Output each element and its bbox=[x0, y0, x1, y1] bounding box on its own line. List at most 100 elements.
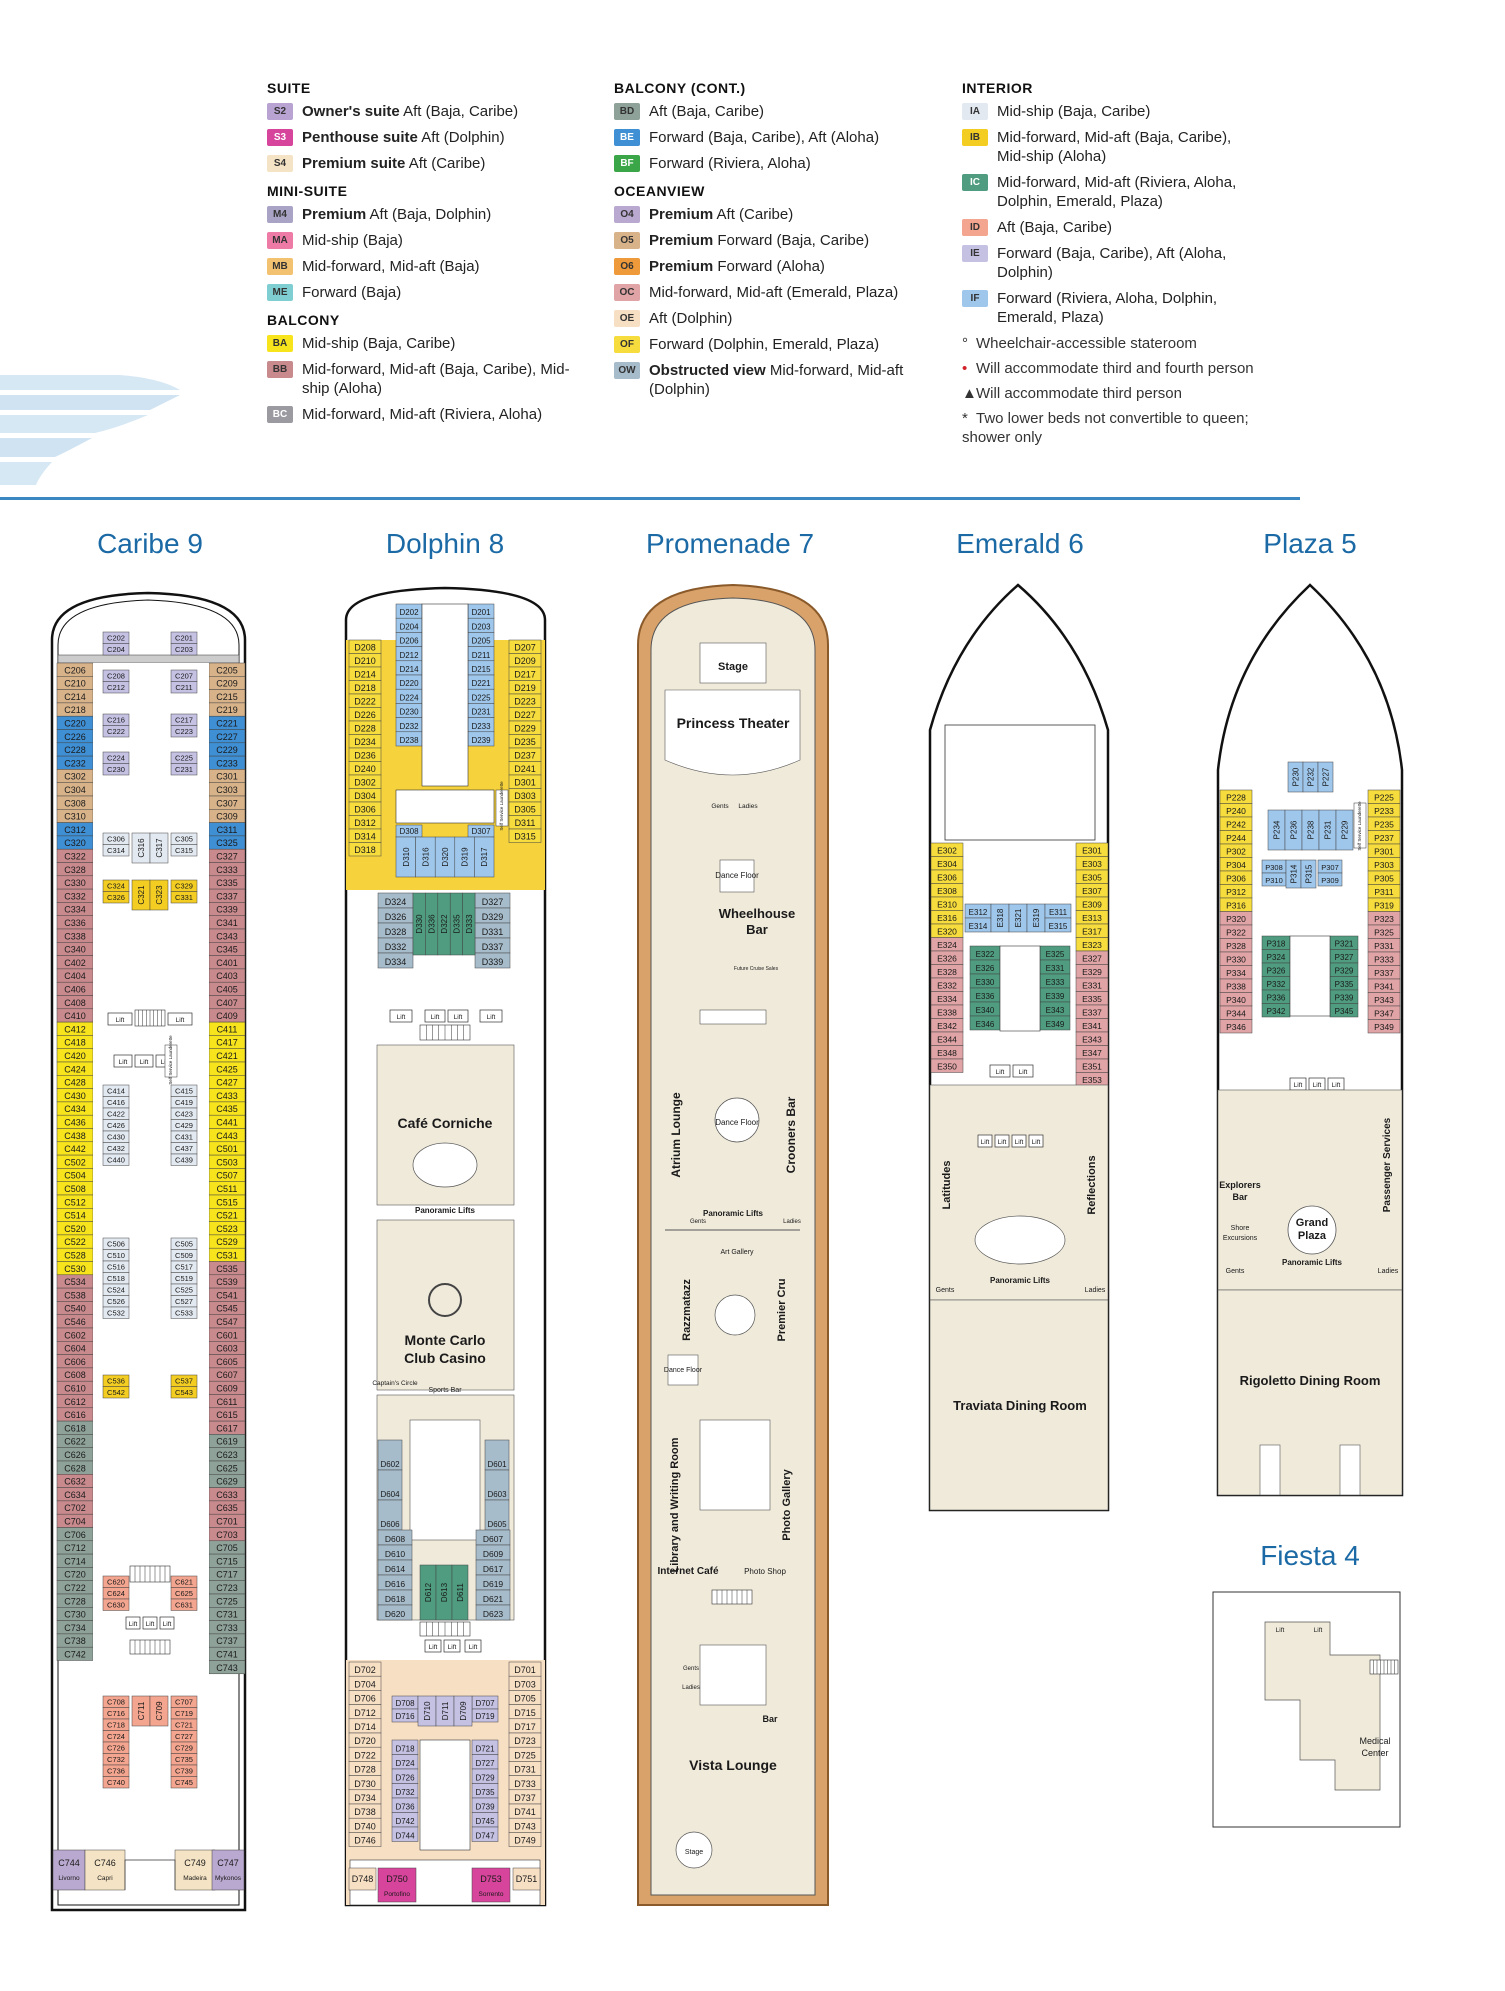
cabin-number: D322 bbox=[440, 914, 449, 934]
cabin-number: P332 bbox=[1267, 980, 1286, 989]
cabin bbox=[508, 828, 542, 843]
cabin-number: P306 bbox=[1226, 874, 1246, 884]
cabin-number: C341 bbox=[216, 918, 238, 928]
cabin-number: E350 bbox=[937, 1062, 957, 1072]
cabin-number: C430 bbox=[64, 1091, 86, 1101]
category-badge: S4 bbox=[267, 155, 293, 172]
note-text: Wheelchair-accessible stateroom bbox=[976, 335, 1197, 352]
cabin-number: D748 bbox=[352, 1874, 374, 1884]
cabin-number: C543 bbox=[175, 1388, 193, 1397]
lift-label: Lift bbox=[998, 1139, 1007, 1146]
cabin-number: D613 bbox=[440, 1582, 449, 1602]
suite bbox=[211, 1849, 245, 1891]
razz-lounge bbox=[714, 1294, 756, 1336]
cabin-number: P336 bbox=[1267, 994, 1286, 1003]
cabin-number: C612 bbox=[64, 1397, 86, 1407]
cabin-number: C414 bbox=[107, 1087, 125, 1096]
cabin-number: C323 bbox=[155, 885, 164, 905]
venue-label: Photo Shop bbox=[744, 1567, 786, 1576]
cabin-number: P349 bbox=[1374, 1022, 1394, 1032]
legend-text-plain: Mid-forward, Mid-aft (Emerald, Plaza) bbox=[649, 284, 899, 301]
cabin-number: C717 bbox=[216, 1570, 238, 1580]
venue-label: Dance Floor bbox=[664, 1367, 703, 1374]
galley-notch bbox=[1339, 1444, 1361, 1496]
cabin-number: C304 bbox=[64, 785, 86, 795]
category-badge: OF bbox=[614, 336, 640, 353]
cabin-number: C729 bbox=[175, 1744, 193, 1753]
cabin-number: P316 bbox=[1226, 901, 1246, 911]
cabin-number: D723 bbox=[514, 1736, 536, 1746]
legend-text-bold: Premium bbox=[649, 206, 714, 223]
lift-label: Lift bbox=[129, 1621, 138, 1628]
cabin-number: D708 bbox=[395, 1699, 415, 1708]
cabin-number: C749 bbox=[184, 1858, 206, 1868]
cabin-number: C204 bbox=[107, 645, 125, 654]
cabin-number: C324 bbox=[107, 882, 125, 891]
cabin-number: C325 bbox=[216, 838, 238, 848]
cabin-number: D712 bbox=[354, 1708, 376, 1718]
cabin-number: P232 bbox=[1307, 767, 1316, 786]
legend-text: Mid-forward, Mid-aft (Baja, Caribe), Mid… bbox=[302, 360, 577, 398]
cabin-number: D204 bbox=[399, 622, 419, 631]
note-mark-icon: • bbox=[962, 360, 968, 377]
cabin-number: C404 bbox=[64, 971, 86, 981]
cabin-number: C743 bbox=[216, 1663, 238, 1673]
cabin-number: P330 bbox=[1226, 955, 1246, 965]
cabin-number: E319 bbox=[1032, 908, 1041, 927]
legend-text: Premium suite Aft (Caribe) bbox=[302, 154, 485, 173]
cabin-number: P237 bbox=[1374, 833, 1394, 843]
launderette-label: Self Service Launderette bbox=[499, 781, 504, 831]
cabin-number: D737 bbox=[514, 1793, 536, 1803]
cabin-number: D601 bbox=[487, 1460, 507, 1469]
cabin-number: D233 bbox=[471, 722, 491, 731]
cabin-number: E304 bbox=[937, 859, 957, 869]
category-badge: BE bbox=[614, 129, 640, 146]
cabin-number: C534 bbox=[64, 1277, 86, 1287]
cabin-number: C334 bbox=[64, 905, 86, 915]
cabin-number: D201 bbox=[471, 608, 491, 617]
cabin-number: C606 bbox=[64, 1357, 86, 1367]
cabin-number: C505 bbox=[175, 1240, 193, 1249]
cabin-number: D724 bbox=[395, 1759, 415, 1768]
cabin-number: C607 bbox=[216, 1370, 238, 1380]
cabin-number: C231 bbox=[175, 765, 193, 774]
legend-text: Mid-forward, Mid-aft (Riviera, Aloha, Do… bbox=[997, 173, 1262, 211]
cabin-number: C332 bbox=[64, 891, 86, 901]
deck-title-dolphin: Dolphin 8 bbox=[385, 528, 505, 559]
cabin-number: C501 bbox=[216, 1144, 238, 1154]
legend-text-plain: Aft (Baja, Caribe) bbox=[997, 219, 1113, 236]
venue-label: Panoramic Lifts bbox=[703, 1209, 764, 1218]
cabin-number: P229 bbox=[1341, 820, 1350, 839]
cabin-number: C722 bbox=[64, 1583, 86, 1593]
cabin-number: D623 bbox=[483, 1609, 504, 1619]
cabin-number: C225 bbox=[175, 754, 193, 763]
cabin-number: D731 bbox=[514, 1765, 536, 1775]
cabin-number: C605 bbox=[216, 1357, 238, 1367]
cabin-number: C630 bbox=[107, 1601, 125, 1610]
cabin-number: P240 bbox=[1226, 806, 1246, 816]
cabin-number: P308 bbox=[1265, 863, 1283, 872]
cabin-number: C744 bbox=[58, 1858, 80, 1868]
cabin-number: C609 bbox=[216, 1384, 238, 1394]
cabin-number: D744 bbox=[395, 1832, 415, 1841]
legend-text: Forward (Dolphin, Emerald, Plaza) bbox=[649, 335, 879, 354]
cabin-number: E329 bbox=[1082, 967, 1102, 977]
cabin-number: C537 bbox=[175, 1377, 193, 1386]
cabin-number: C202 bbox=[107, 634, 125, 643]
cabin-number: C624 bbox=[107, 1589, 125, 1598]
cabin-number: C309 bbox=[216, 812, 238, 822]
cabin bbox=[149, 1695, 169, 1727]
cabin-number: D318 bbox=[354, 845, 376, 855]
cabin-number: C442 bbox=[64, 1144, 86, 1154]
cabin-number: E341 bbox=[1082, 1021, 1102, 1031]
cabin-number: C523 bbox=[216, 1224, 238, 1234]
cabin-number: E303 bbox=[1082, 859, 1102, 869]
cabin-number: D333 bbox=[465, 914, 474, 934]
cabin-number: C322 bbox=[64, 852, 86, 862]
lift bbox=[107, 1012, 133, 1026]
lift-label: Lift bbox=[981, 1139, 990, 1146]
